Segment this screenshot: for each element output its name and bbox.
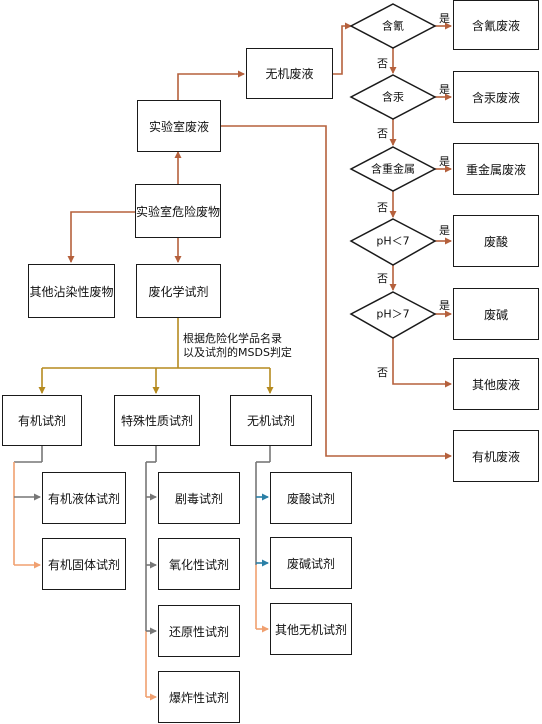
- node-lab-liquid: 实验室废液: [137, 100, 221, 152]
- node-oxidizing-reagent: 氧化性试剂: [158, 538, 240, 590]
- node-explosive-reagent: 爆炸性试剂: [158, 671, 240, 723]
- no-label: 否: [377, 127, 388, 140]
- decision-ph-high-label: pH＞7: [376, 308, 409, 321]
- decision-cyanide-label: 含氰: [382, 19, 404, 33]
- decision-ph-low: [349, 218, 437, 266]
- node-waste-acid-reagent: 废酸试剂: [270, 472, 352, 524]
- edge-phhigh-no: [392, 338, 452, 388]
- node-organic-liquid: 有机废液: [453, 430, 539, 482]
- no-label: 否: [377, 201, 388, 214]
- no-label: 否: [377, 272, 388, 285]
- node-mercury-liquid: 含汞废液: [453, 71, 539, 123]
- node-waste-alkali: 废碱: [453, 288, 539, 340]
- node-other-liquid: 其他废液: [453, 358, 539, 410]
- node-waste-alkali-reagent: 废碱试剂: [270, 537, 352, 589]
- node-waste-acid: 废酸: [453, 215, 539, 267]
- node-inorganic-reagent: 无机试剂: [230, 395, 312, 446]
- node-organic-liquid-reagent: 有机液体试剂: [42, 472, 126, 524]
- no-label: 否: [377, 57, 388, 70]
- edge-inorganic-to-cyanide: [333, 22, 352, 75]
- decision-mercury: [349, 74, 437, 120]
- node-toxic-reagent: 剧毒试剂: [158, 472, 240, 524]
- yes-label: 是: [439, 83, 450, 96]
- node-special-reagent: 特殊性质试剂: [114, 395, 200, 446]
- decision-ph-high: [349, 291, 437, 339]
- node-heavy-metal-liquid: 重金属废液: [453, 143, 539, 195]
- node-organic-solid-reagent: 有机固体试剂: [42, 538, 126, 590]
- node-cyanide-liquid: 含氰废液: [453, 0, 539, 50]
- decision-heavy-metal: [349, 146, 437, 192]
- yes-label: 是: [439, 12, 450, 25]
- node-waste-reagent: 废化学试剂: [136, 264, 221, 318]
- node-other-contaminated: 其他沾染性废物: [28, 264, 115, 318]
- edge-labliquid-to-organic: [220, 125, 452, 460]
- yes-label: 是: [439, 224, 450, 237]
- decision-heavy-metal-label: 含重金属: [371, 162, 415, 176]
- edge-labliquid-to-inorganic: [177, 70, 245, 100]
- yes-label: 是: [439, 155, 450, 168]
- node-hazardous-waste: 实验室危险废物: [135, 184, 221, 238]
- node-other-inorganic-reagent: 其他无机试剂: [270, 603, 352, 655]
- node-reducing-reagent: 还原性试剂: [158, 605, 240, 657]
- classification-note-line2: 以及试剂的MSDS判定: [183, 346, 292, 359]
- no-label: 否: [377, 366, 388, 379]
- node-inorganic-liquid: 无机废液: [246, 48, 333, 99]
- node-organic-reagent: 有机试剂: [2, 395, 82, 446]
- yes-label: 是: [439, 299, 450, 312]
- decision-mercury-label: 含汞: [382, 90, 404, 104]
- classification-note-line1: 根据危险化学品名录: [183, 332, 282, 345]
- decision-cyanide: [349, 3, 437, 49]
- classification-note: 根据危险化学品名录 以及试剂的MSDS判定: [183, 332, 292, 360]
- edge-hazard-to-other: [67, 211, 135, 263]
- decision-ph-low-label: pH＜7: [376, 235, 409, 248]
